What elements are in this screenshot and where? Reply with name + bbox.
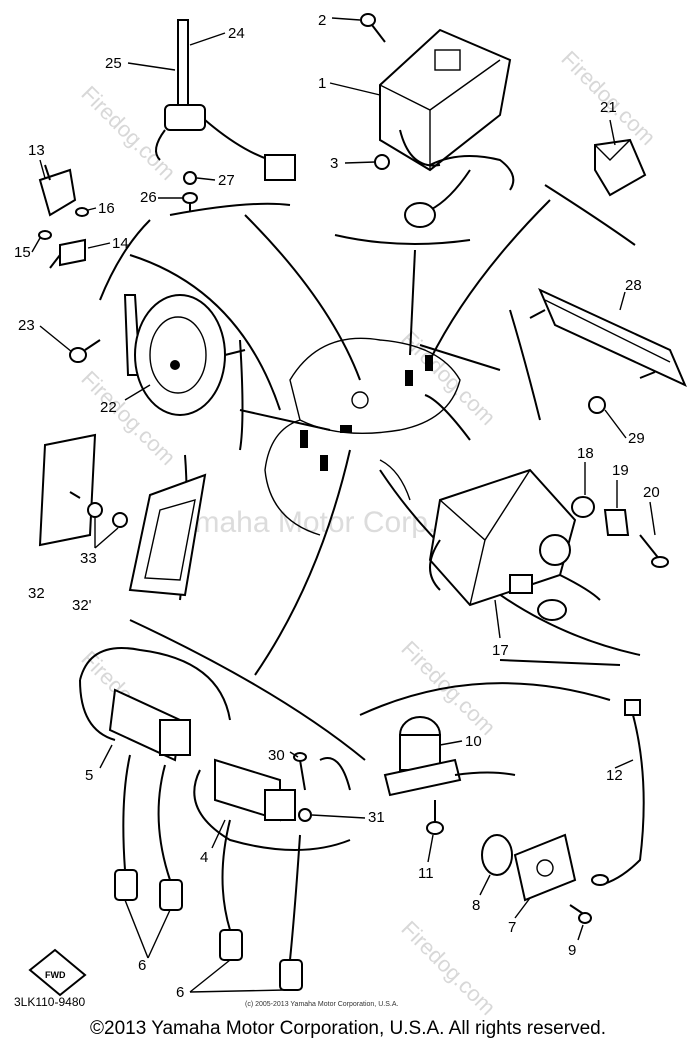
label-10: 10 — [465, 733, 482, 750]
label-2: 2 — [318, 12, 326, 29]
label-5: 5 — [85, 767, 93, 784]
collar-19[interactable] — [603, 509, 630, 536]
label-1: 1 — [318, 75, 326, 92]
label-16: 16 — [98, 200, 115, 217]
label-19: 19 — [612, 462, 629, 479]
nut-31[interactable] — [298, 808, 312, 822]
label-26: 26 — [140, 189, 157, 206]
bolt-11[interactable] — [426, 800, 444, 835]
switch-14[interactable] — [49, 238, 86, 269]
bolt-30[interactable] — [293, 752, 307, 791]
label-15: 15 — [14, 244, 31, 261]
label-28: 28 — [625, 277, 642, 294]
label-7: 7 — [508, 919, 516, 936]
ecu-unit[interactable] — [379, 28, 515, 228]
sensor-12[interactable] — [591, 699, 645, 886]
watermark: Firedog.com — [396, 916, 500, 1020]
watermark: Firedog.com — [76, 81, 180, 185]
nut-33[interactable] — [69, 491, 128, 528]
cap-21[interactable] — [594, 138, 647, 197]
label-25: 25 — [105, 55, 122, 72]
part-labels: 2 1 3 21 24 25 26 27 13 16 15 14 23 22 2… — [14, 12, 660, 1001]
label-24: 24 — [228, 25, 245, 42]
label-3: 3 — [330, 155, 338, 172]
label-9: 9 — [568, 942, 576, 959]
label-13: 13 — [28, 142, 45, 159]
ignition-coil-5[interactable] — [79, 647, 231, 762]
reflector-32[interactable] — [38, 433, 97, 547]
label-11: 11 — [418, 865, 434, 882]
fuel-sender[interactable] — [155, 19, 296, 181]
label-18: 18 — [577, 445, 594, 462]
label-6-b: 6 — [176, 984, 184, 1001]
clip-15[interactable] — [38, 230, 52, 240]
label-23: 23 — [18, 317, 35, 334]
nut-29[interactable] — [588, 396, 606, 414]
sensor-10[interactable] — [383, 716, 516, 797]
frame-sketch — [264, 337, 461, 536]
label-29: 29 — [628, 430, 645, 447]
grommet-18[interactable] — [571, 496, 595, 518]
label-32-prime: 32' — [72, 597, 92, 614]
connector-curves — [99, 184, 641, 761]
label-32: 32 — [28, 585, 45, 602]
horn-22[interactable] — [123, 294, 246, 416]
label-14: 14 — [112, 235, 129, 252]
fwd-label: FWD — [45, 970, 66, 980]
ignition-coil-4[interactable] — [193, 757, 351, 851]
label-21: 21 — [600, 99, 617, 116]
bolt-26[interactable] — [182, 192, 198, 212]
label-8: 8 — [472, 897, 480, 914]
bolt-20[interactable] — [639, 534, 669, 568]
switch-7[interactable] — [513, 833, 577, 902]
label-30: 30 — [268, 747, 285, 764]
watermark: Firedog.com — [556, 46, 660, 150]
screw-2[interactable] — [360, 13, 386, 43]
screw-9[interactable] — [569, 904, 592, 924]
label-4: 4 — [200, 849, 208, 866]
forward-arrow-icon: FWD — [28, 948, 87, 997]
o-ring-8[interactable] — [481, 834, 513, 876]
light-28[interactable] — [529, 288, 687, 387]
plug-caps-6[interactable] — [114, 754, 303, 991]
starter-relay-17[interactable] — [428, 468, 601, 621]
washer-27[interactable] — [183, 171, 197, 185]
label-27: 27 — [218, 172, 235, 189]
label-12: 12 — [606, 767, 623, 784]
label-31: 31 — [368, 809, 385, 826]
label-leaders — [31, 17, 656, 993]
nut-3[interactable] — [374, 154, 390, 170]
label-17: 17 — [492, 642, 509, 659]
small-copyright: (c) 2005-2013 Yamaha Motor Corporation, … — [245, 1001, 398, 1008]
washer-16[interactable] — [75, 207, 89, 217]
footer-copyright: ©2013 Yamaha Motor Corporation, U.S.A. A… — [90, 1018, 606, 1039]
switch-13[interactable] — [38, 164, 77, 217]
bolt-23[interactable] — [69, 339, 101, 363]
label-22: 22 — [100, 399, 117, 416]
reflector-32-prime[interactable] — [128, 473, 207, 597]
label-6: 6 — [138, 957, 146, 974]
label-33: 33 — [80, 550, 97, 567]
label-20: 20 — [643, 484, 660, 501]
diagram-code: 3LK110-9480 — [14, 995, 86, 1009]
